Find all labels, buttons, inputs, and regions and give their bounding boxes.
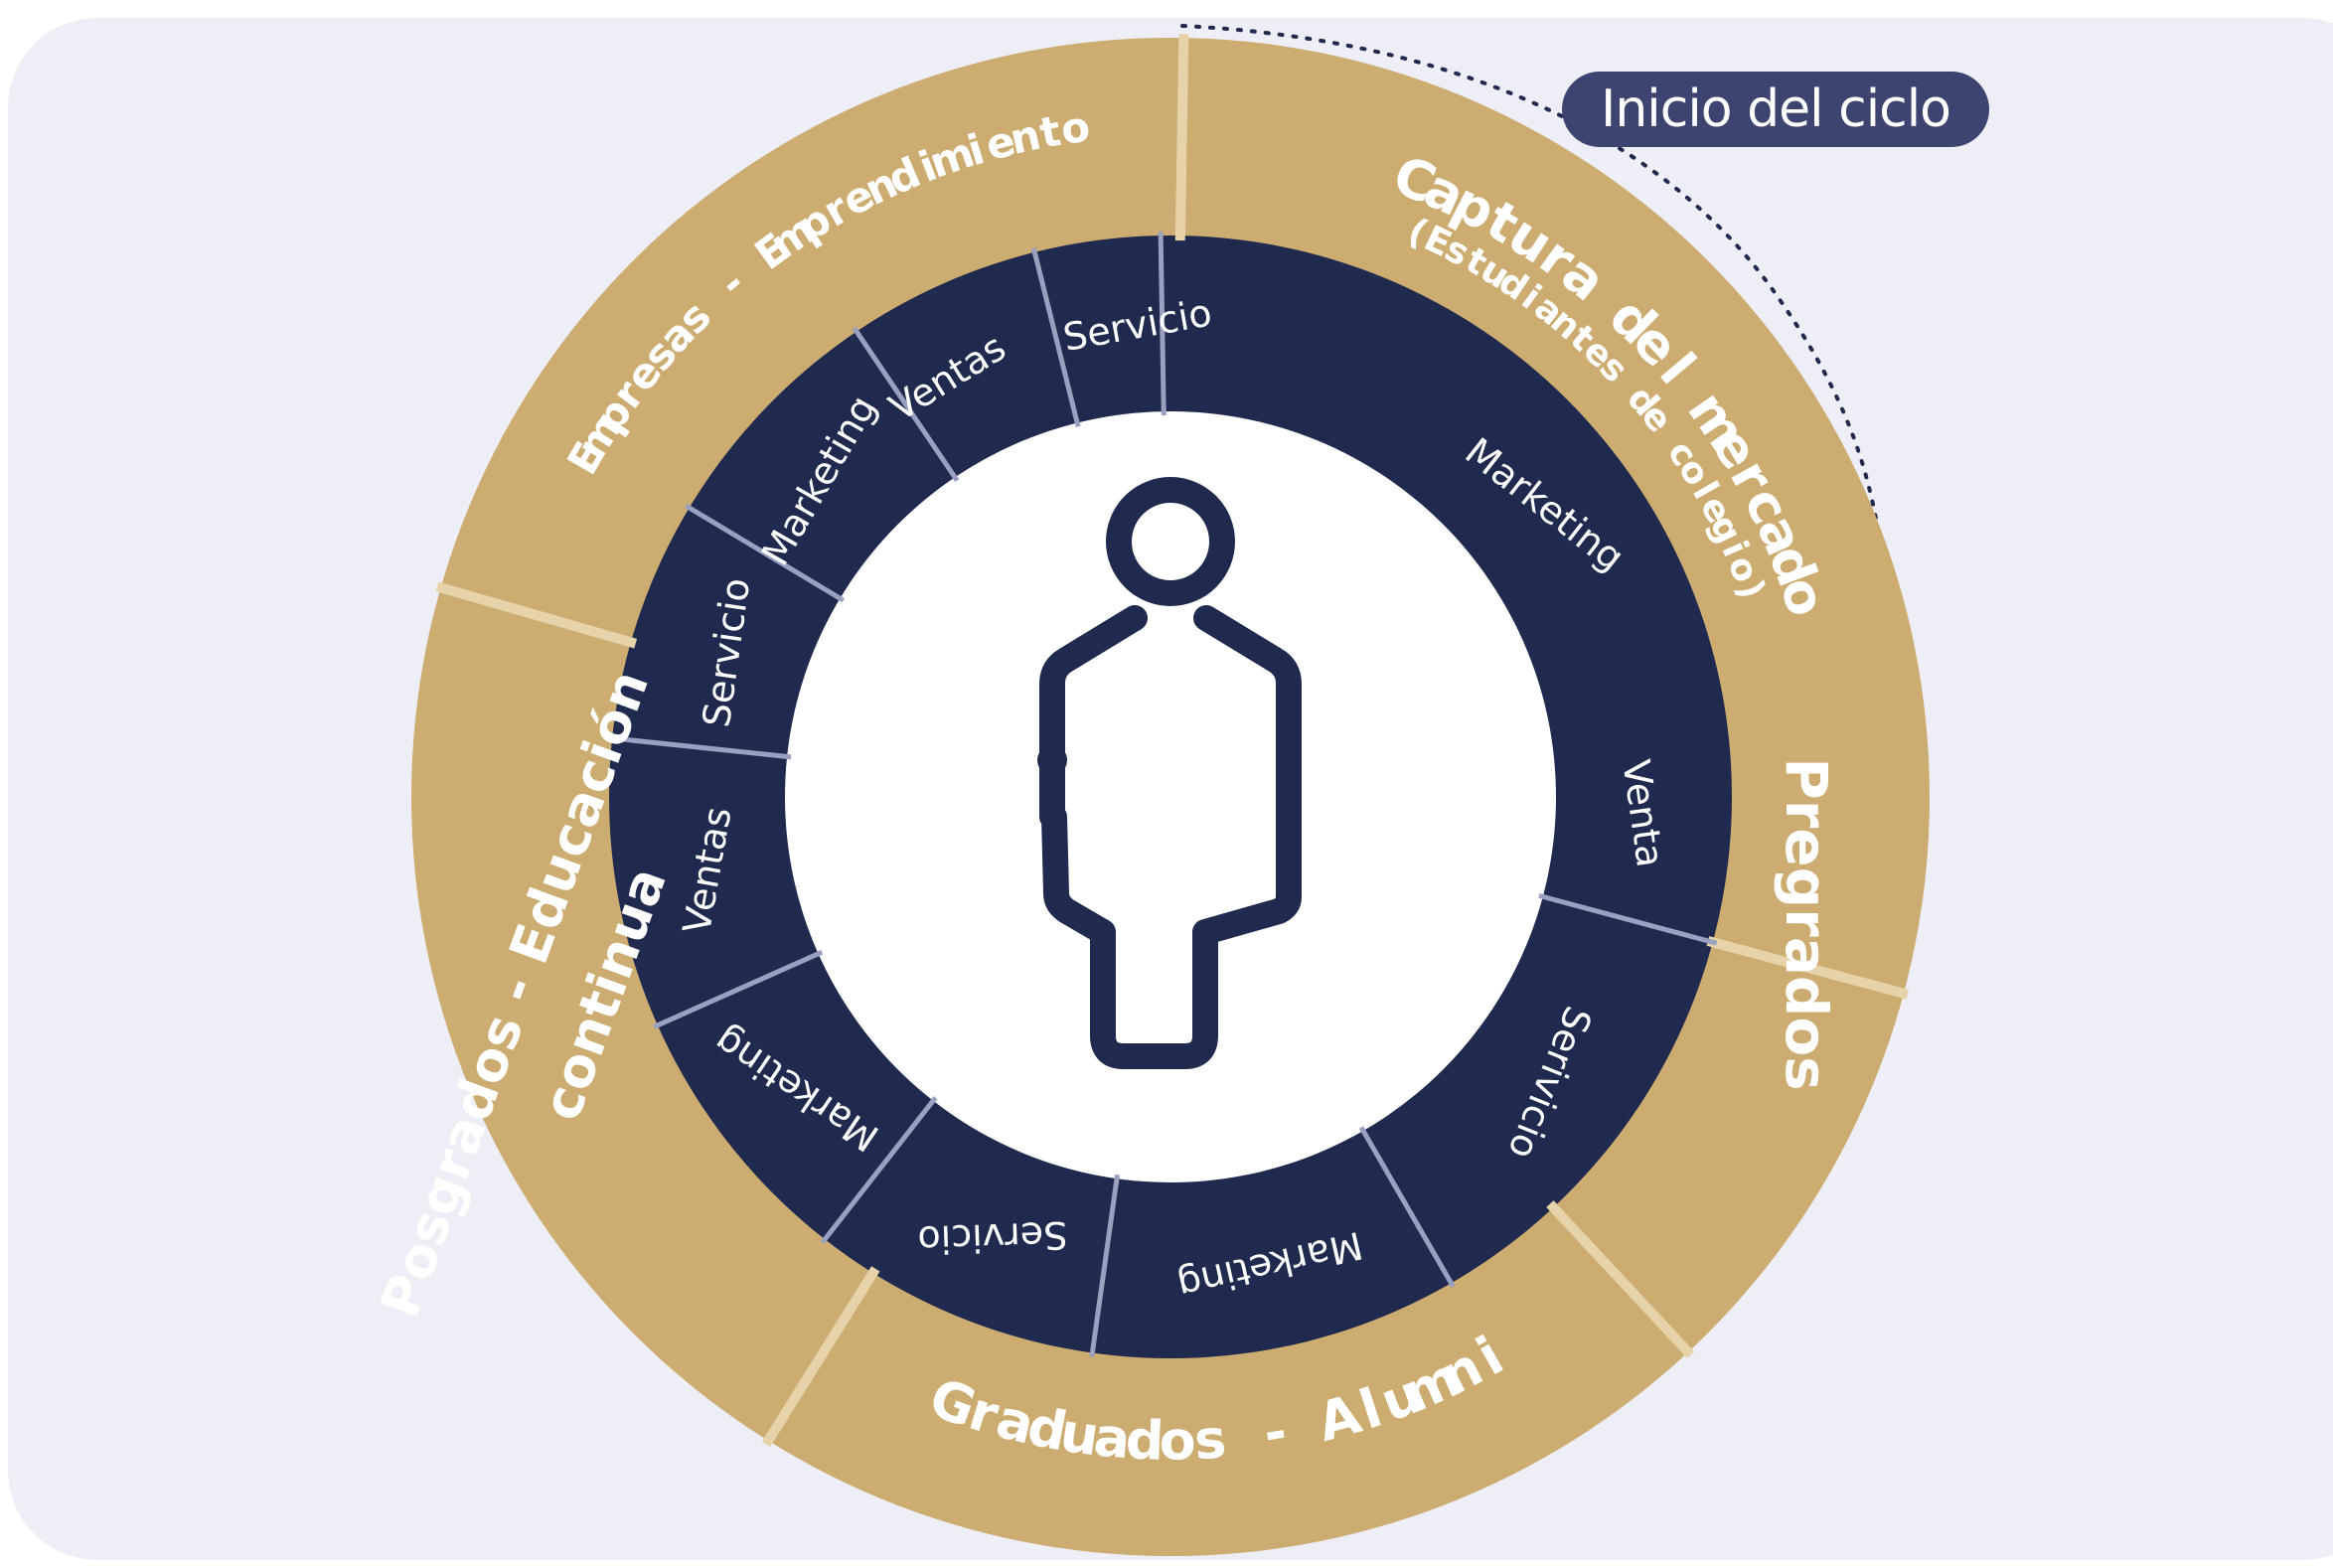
inner-divider [852, 326, 960, 483]
svg-text:o: o [1058, 101, 1093, 154]
svg-text:u: u [1056, 1401, 1103, 1469]
inner-divider [653, 949, 824, 1029]
outer-divider [1706, 936, 1910, 1000]
inner-divider [1158, 232, 1166, 416]
svg-text:a: a [1091, 1405, 1133, 1471]
outer-divider [435, 581, 638, 649]
svg-text:o: o [1159, 1409, 1196, 1472]
inner-divider [1538, 892, 1718, 946]
cycle-start-dotted-arc [1180, 24, 1885, 568]
cycle-start-badge: Inicio del ciclo [1562, 72, 1989, 147]
center-disc [785, 411, 1556, 1182]
inner-divider [1030, 247, 1081, 428]
outer-divider [1546, 1200, 1695, 1359]
inner-label: Servicio [917, 1213, 1068, 1262]
person-icon [1037, 477, 1302, 1069]
inner-divider [684, 503, 846, 603]
inner-divider [1089, 1174, 1121, 1357]
outer-label-pregrados: Pregrados [1773, 757, 1840, 1091]
inner-divider [1358, 1126, 1456, 1289]
svg-text:d: d [1125, 1408, 1166, 1472]
outer-divider [761, 1266, 880, 1447]
inner-divider [820, 1096, 938, 1244]
outer-divider [1174, 34, 1189, 241]
svg-text:s: s [1192, 1407, 1228, 1472]
inner-divider [607, 735, 792, 760]
